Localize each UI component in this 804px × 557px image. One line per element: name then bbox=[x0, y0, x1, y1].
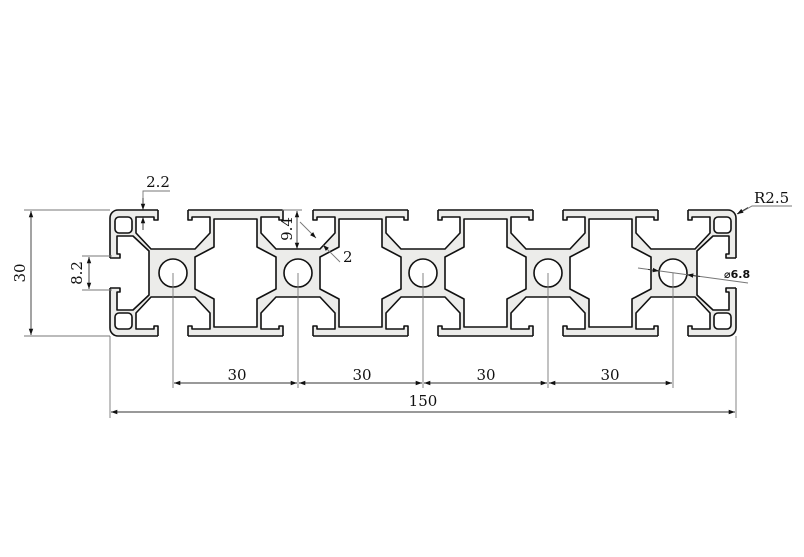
hole-diameter-dimension: ⌀6.8 bbox=[637, 267, 750, 284]
corner-radius-dimension: R2.5 bbox=[736, 189, 792, 215]
lip-thickness-label: 2.2 bbox=[146, 173, 170, 191]
corner-hole bbox=[713, 216, 732, 234]
slot-edge bbox=[635, 210, 711, 250]
total-width-label: 150 bbox=[409, 392, 438, 410]
slot-edge bbox=[135, 210, 211, 250]
slot-right bbox=[697, 236, 743, 310]
height-label: 30 bbox=[11, 263, 29, 282]
slot-edge bbox=[260, 210, 336, 250]
slot-opening-dimension: 8.2 bbox=[68, 255, 112, 291]
hollow-cavity bbox=[319, 218, 402, 328]
slot-edge bbox=[110, 235, 150, 311]
corner-hole bbox=[114, 216, 133, 234]
pitch-label: 30 bbox=[352, 366, 371, 384]
slot-top bbox=[136, 203, 210, 249]
corner-hole bbox=[114, 312, 133, 330]
hollow-cavity bbox=[444, 218, 527, 328]
slot-top bbox=[511, 203, 585, 249]
slot-opening-label: 8.2 bbox=[68, 261, 86, 285]
slot-edge bbox=[385, 210, 461, 250]
pitch-label: 30 bbox=[227, 366, 246, 384]
height-dimension: 30 bbox=[11, 209, 110, 337]
slot-top bbox=[636, 203, 710, 249]
pitch-dimensions: 150 30 30 30 30 bbox=[109, 336, 737, 418]
corner-radius-label: R2.5 bbox=[754, 189, 789, 207]
hollow-cavity bbox=[194, 218, 277, 328]
pitch-label: 30 bbox=[600, 366, 619, 384]
slot-edge bbox=[510, 210, 586, 250]
slot-left bbox=[103, 236, 149, 310]
slot-depth-label: 9.4 bbox=[278, 217, 296, 241]
hole-diameter-label: ⌀6.8 bbox=[724, 268, 750, 281]
pitch-label: 30 bbox=[476, 366, 495, 384]
lip-thickness-dimension: 2.2 bbox=[140, 173, 170, 230]
slot-edge bbox=[696, 235, 736, 311]
corner-hole bbox=[713, 312, 732, 330]
hollow-cavity bbox=[569, 218, 652, 328]
web-thickness-dimension: 2 bbox=[299, 221, 353, 266]
web-thickness-label: 2 bbox=[343, 248, 353, 266]
slot-depth-dimension: 9.4 bbox=[278, 209, 302, 249]
slot-top bbox=[386, 203, 460, 249]
